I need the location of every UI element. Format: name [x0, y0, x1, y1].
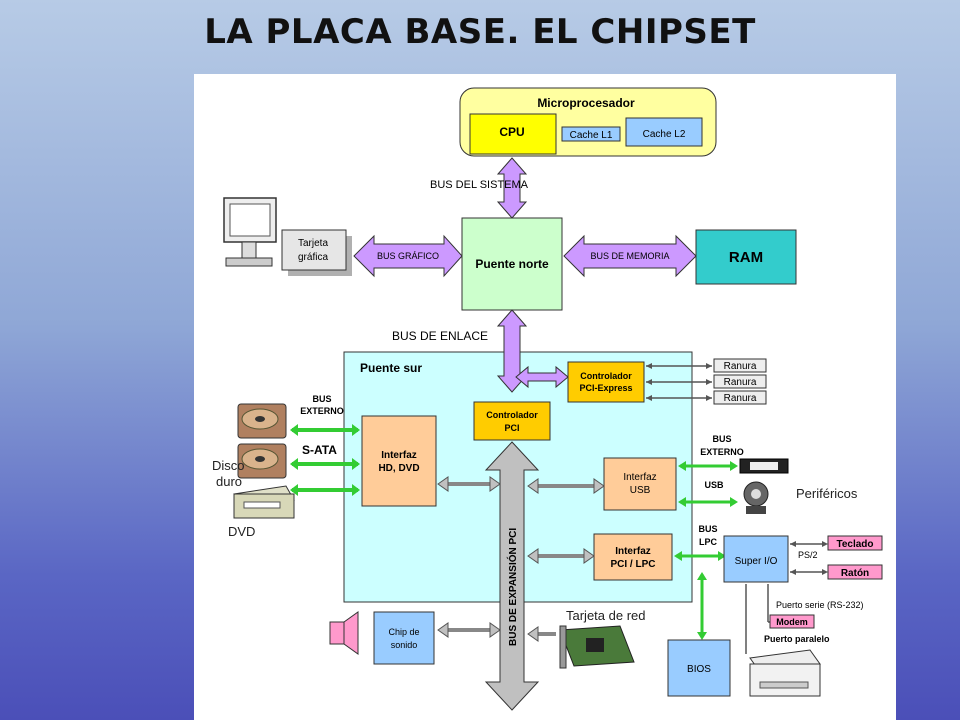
- microprocesador-label: Microprocesador: [537, 96, 635, 110]
- puente-sur-label: Puente sur: [360, 361, 422, 375]
- bus-lpc-label-2: LPC: [699, 537, 718, 547]
- ps2-links: [790, 541, 828, 575]
- bus-memoria-label: BUS DE MEMORIA: [590, 251, 669, 261]
- tarjeta-grafica-label-2: gráfica: [298, 252, 328, 263]
- bus-externo-right-label-2: EXTERNO: [700, 447, 744, 457]
- tarjeta-grafica-label-1: Tarjeta: [298, 238, 328, 249]
- dvd-drive-icon: [233, 485, 295, 519]
- usb-hub-icon: [739, 458, 789, 474]
- ctrl-pcie-box: [567, 361, 645, 403]
- monitor-icon: [223, 197, 277, 267]
- hard-disk-icon-1: [237, 403, 287, 439]
- puerto-paralelo-label: Puerto paralelo: [764, 634, 830, 644]
- ram-label: RAM: [729, 249, 763, 266]
- modem-box: [769, 614, 815, 629]
- interfaz-usb-box: [603, 457, 677, 511]
- bios-chip: [667, 639, 731, 697]
- bus-sistema-label: BUS DEL SISTEMA: [430, 179, 529, 191]
- bus-expansion-arrow: [484, 441, 540, 711]
- chip-sonido-chip: [373, 611, 435, 665]
- ranura-arrows: [646, 363, 712, 401]
- super-io-label: Super I/O: [735, 556, 778, 567]
- sound-bus-link: [437, 622, 501, 638]
- puerto-serie-label: Puerto serie (RS-232): [776, 600, 864, 610]
- puente-norte-label: Puente norte: [475, 257, 549, 271]
- puente-norte-box: [461, 217, 563, 311]
- discos-label-2: duro: [216, 474, 242, 489]
- bios-label: BIOS: [687, 664, 711, 675]
- bus-lpc-label-1: BUS: [698, 524, 717, 534]
- ranura-label-3: Ranura: [724, 393, 757, 404]
- printer-icon: [749, 649, 821, 697]
- ctrl-pcie-label-2: PCI-Express: [579, 383, 632, 393]
- tarjeta-red-label: Tarjeta de red: [566, 608, 646, 623]
- ctrl-pci-label-1: Controlador: [486, 410, 538, 420]
- lpc-superio-link: [674, 551, 726, 561]
- interfaz-hd-label-2: HD, DVD: [378, 463, 419, 474]
- bus-grafico-label: BUS GRÁFICO: [377, 251, 439, 261]
- bus-externo-left-label-2: EXTERNO: [300, 406, 344, 416]
- interfaz-hd-label-1: Interfaz: [381, 450, 417, 461]
- hard-disk-icon-2: [237, 443, 287, 479]
- cpu-label: CPU: [499, 125, 524, 139]
- raton-label: Ratón: [841, 568, 869, 579]
- chipset-diagram: Microprocesador CPU Cache L1 Cache L2 BU…: [194, 74, 896, 720]
- ctrl-pci-label-2: PCI: [504, 423, 519, 433]
- ranura-label-1: Ranura: [724, 361, 757, 372]
- dvd-label: DVD: [228, 524, 255, 539]
- network-card-icon: [559, 625, 635, 669]
- raton-box: [827, 564, 883, 580]
- interfaz-hd-box: [361, 415, 437, 507]
- ram-box: [695, 229, 797, 285]
- interfaz-lpc-box: [593, 533, 673, 581]
- usb-ext-links: [678, 461, 738, 507]
- speaker-icon: [329, 611, 359, 655]
- sata-label: S-ATA: [302, 443, 337, 457]
- disk-links: [290, 424, 360, 496]
- teclado-box: [827, 535, 883, 551]
- ps2-label: PS/2: [798, 550, 818, 560]
- lpc-bus-link: [527, 548, 595, 564]
- ranura-label-2: Ranura: [724, 377, 757, 388]
- cache-l2-box: [625, 117, 703, 147]
- chip-sonido-label-2: sonido: [391, 640, 418, 650]
- interfaz-lpc-label-2: PCI / LPC: [610, 559, 655, 570]
- cache-l2-label: Cache L2: [643, 129, 686, 140]
- perifericos-label: Periféricos: [796, 486, 858, 501]
- webcam-icon: [743, 481, 769, 514]
- bus-enlace-label: BUS DE ENLACE: [392, 329, 488, 343]
- teclado-label: Teclado: [836, 539, 873, 550]
- ctrl-pcie-label-1: Controlador: [580, 371, 632, 381]
- ranura-box-1: [713, 358, 767, 373]
- discos-label-1: Disco: [212, 458, 245, 473]
- microprocesador-group: Microprocesador CPU Cache L1 Cache L2: [459, 87, 717, 157]
- cache-l1-label: Cache L1: [570, 130, 613, 141]
- bus-enlace-arrow: [496, 309, 528, 393]
- usb-bus-link: [527, 478, 605, 494]
- interfaz-usb-label-1: Interfaz: [623, 472, 656, 483]
- ranura-box-3: [713, 390, 767, 405]
- ranura-box-2: [713, 374, 767, 389]
- cpu-box: [469, 113, 557, 155]
- bus-expansion-label: BUS DE EXPANSIÓN PCI: [506, 528, 519, 646]
- slide-title: LA PLACA BASE. EL CHIPSET: [204, 12, 756, 52]
- tarjeta-grafica-box: [281, 229, 347, 271]
- interfaz-lpc-label-1: Interfaz: [615, 546, 651, 557]
- net-bus-link: [527, 626, 556, 642]
- hd-bus-link: [437, 476, 501, 492]
- super-io-chip: [723, 535, 789, 583]
- interfaz-usb-label-2: USB: [630, 485, 651, 496]
- chip-sonido-label-1: Chip de: [388, 627, 419, 637]
- usb-label: USB: [704, 480, 724, 490]
- modem-label: Modem: [776, 617, 808, 627]
- bus-externo-right-label-1: BUS: [712, 434, 731, 444]
- bios-link: [697, 572, 707, 640]
- bus-externo-left-label-1: BUS: [312, 394, 331, 404]
- ctrl-pci-box: [473, 401, 551, 441]
- cache-l1-box: [561, 126, 621, 142]
